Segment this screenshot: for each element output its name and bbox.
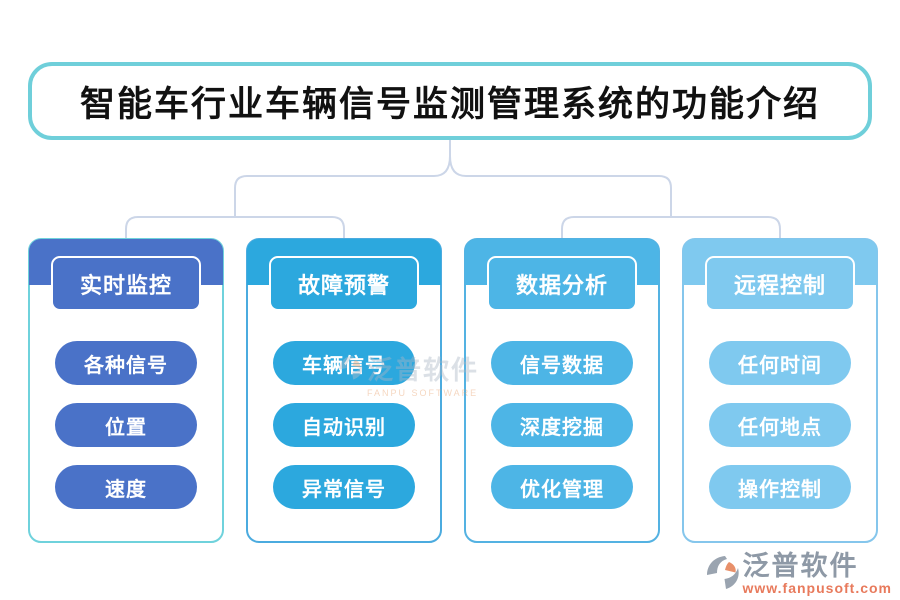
feature-pill: 优化管理 (491, 465, 633, 509)
feature-pill: 自动识别 (273, 403, 415, 447)
branch-header: 数据分析 (487, 256, 637, 311)
feature-pill: 速度 (55, 465, 197, 509)
feature-pill: 位置 (55, 403, 197, 447)
feature-pill: 异常信号 (273, 465, 415, 509)
feature-pill: 各种信号 (55, 341, 197, 385)
fanpu-logo-icon (706, 556, 739, 589)
page-title: 智能车行业车辆信号监测管理系统的功能介绍 (79, 84, 820, 124)
feature-pill: 任何时间 (709, 341, 851, 385)
branch-card-fault-warning: 故障预警 车辆信号 自动识别 异常信号 (246, 238, 442, 543)
feature-pill: 操作控制 (709, 465, 851, 509)
brand-name: 泛普软件 (742, 551, 859, 581)
feature-pill: 任何地点 (709, 403, 851, 447)
branch-card-realtime-monitoring: 实时监控 各种信号 位置 速度 (28, 238, 224, 543)
branch-header: 故障预警 (269, 256, 419, 311)
branch-card-data-analysis: 数据分析 信号数据 深度挖掘 优化管理 (464, 238, 660, 543)
brand-footer: 泛普软件 www.fanpusoft.com (705, 552, 892, 596)
feature-pill: 车辆信号 (273, 341, 415, 385)
feature-pill: 信号数据 (491, 341, 633, 385)
branch-header: 实时监控 (51, 256, 201, 311)
diagram-title-box: 智能车行业车辆信号监测管理系统的功能介绍 (28, 62, 872, 140)
feature-pill: 深度挖掘 (491, 403, 633, 447)
brand-url: www.fanpusoft.com (742, 580, 892, 596)
branch-card-remote-control: 远程控制 任何时间 任何地点 操作控制 (682, 238, 878, 543)
branch-header: 远程控制 (705, 256, 855, 311)
